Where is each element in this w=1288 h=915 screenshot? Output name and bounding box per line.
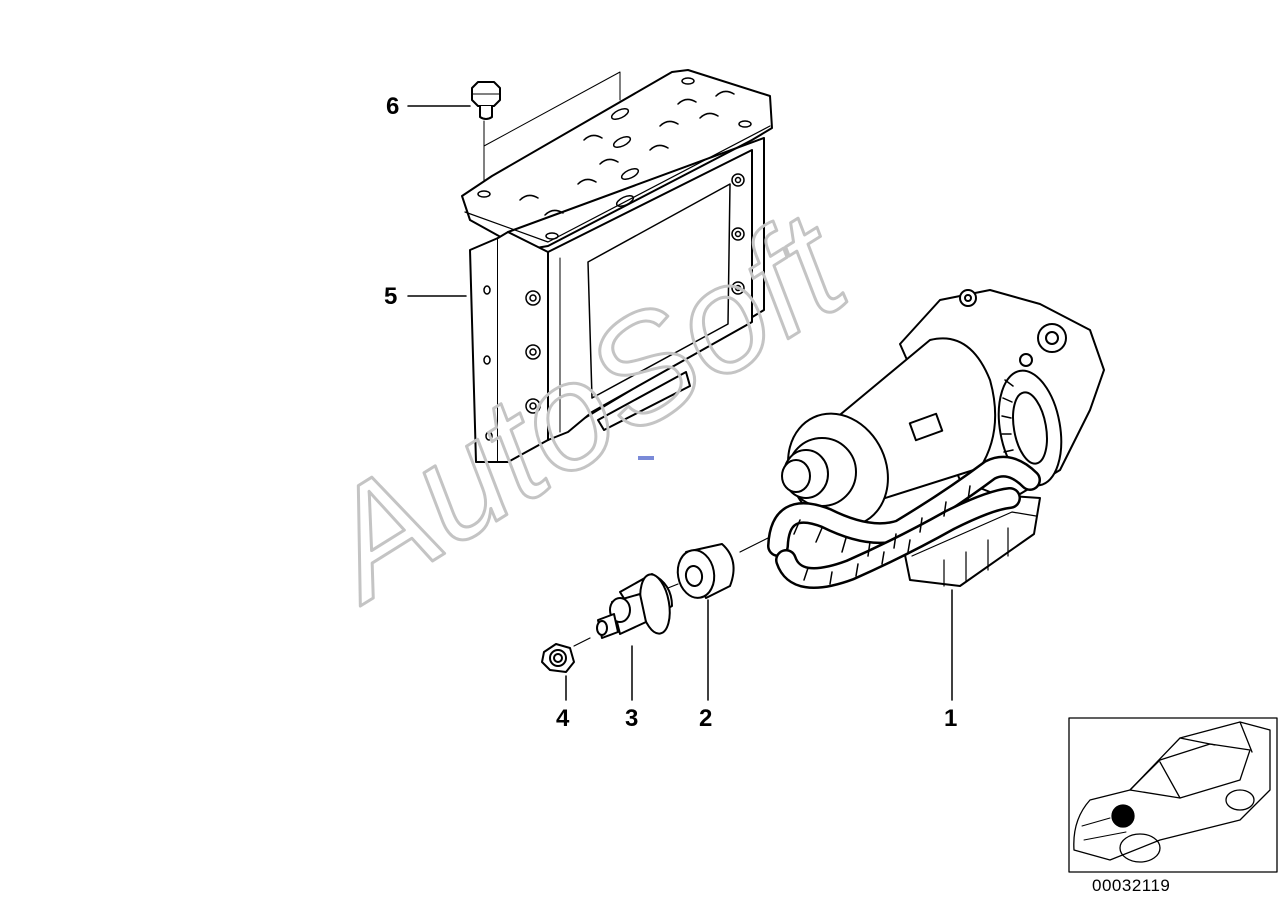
leader-lines [407, 105, 953, 701]
blue-mark [638, 456, 654, 460]
bushing-drawing [667, 543, 735, 599]
diagram-number: 00032119 [1092, 876, 1171, 895]
bracket-drawing [461, 69, 773, 463]
hex-nut-drawing [541, 643, 575, 673]
callout-1: 1 [944, 705, 958, 732]
location-marker [1111, 804, 1135, 828]
hex-bolt-drawing [471, 81, 501, 191]
callout-5: 5 [384, 283, 398, 310]
hydraulic-unit-drawing [739, 289, 1105, 589]
callout-4: 4 [556, 705, 570, 732]
callout-6: 6 [386, 93, 400, 120]
vehicle-thumbnail [1068, 717, 1278, 873]
callout-3: 3 [625, 705, 639, 732]
stud-drawing [573, 573, 673, 647]
callout-2: 2 [699, 705, 713, 732]
